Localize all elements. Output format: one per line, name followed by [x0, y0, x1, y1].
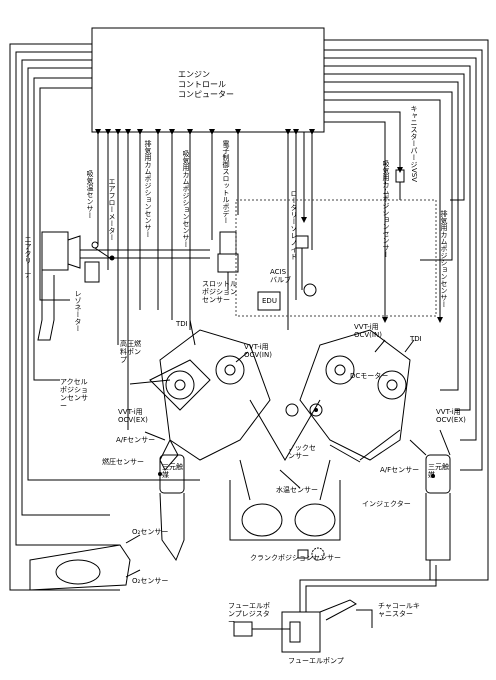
intake-manifold-outline — [235, 199, 437, 317]
wire-right-1 — [324, 39, 489, 581]
label-charcoal-canister: チャコールキャニスター — [378, 602, 420, 618]
ecu-title: エンジン コントロール コンピューター — [178, 70, 234, 100]
label-af-sensor-left: A/Fセンサー — [116, 436, 156, 444]
label-knock-sensor: ノックセンサー — [288, 444, 316, 460]
wire-right-6 — [324, 81, 459, 391]
label-acis-valve: ACISバルブ — [270, 268, 291, 284]
label-vvti-ocv-in-right: VVT-i用OCV(IN) — [354, 323, 382, 339]
label-canister-purge-vsv: キャニスターパージVSV — [410, 105, 418, 183]
label-o2-sensor-2: O₂センサー — [132, 577, 169, 585]
label-catalyst-right: 三元触媒 — [428, 463, 449, 479]
catalyst-right — [425, 454, 451, 494]
label-exhaust-cam-sensor-left: 排気用カムポジションセンサー — [144, 140, 152, 238]
label-intake-air-temp-sensor: 吸気温センサー — [86, 170, 94, 219]
ecu-title-line2: コントロール — [178, 80, 226, 89]
label-high-pressure-fuel-pump: 高圧燃料ポンプ — [120, 340, 141, 364]
label-rotary-solenoid: ロータリーソレノイド — [290, 190, 298, 260]
label-dc-motor: DCモーター — [350, 372, 389, 380]
label-o2-sensor-1: O₂センサー — [132, 528, 169, 536]
right-bank — [299, 329, 411, 461]
wire-left-3 — [21, 59, 110, 516]
label-fuel-pressure-sensor: 燃圧センサー — [102, 458, 144, 466]
label-airflow-meter: エアフローメーター — [108, 178, 116, 241]
label-tdi-left: TDI — [176, 320, 188, 328]
label-intake-cam-sensor-left: 吸気用カムポジションセンサー — [182, 150, 190, 248]
label-accel-position-sensor: アクセルポジションセンサー — [60, 378, 88, 410]
label-edu: EDU — [262, 297, 277, 305]
wire-right-3 — [324, 57, 477, 441]
label-tdi-right: TDI — [410, 335, 422, 343]
ecu-box — [91, 27, 325, 133]
ecu-title-line1: エンジン — [178, 70, 210, 79]
air-cleaner-box — [41, 231, 69, 271]
wire-left-6 — [39, 87, 92, 301]
label-vvti-ocv-ex-right: VVT-i用OCV(EX) — [436, 408, 466, 424]
edu-box — [257, 291, 281, 311]
label-fuel-pump: フューエルポンプ — [288, 657, 344, 665]
muffler — [55, 559, 101, 585]
wire-left-2 — [15, 51, 120, 546]
wire-right-4 — [324, 65, 471, 411]
label-fuel-pump-resistor: フューエルポンプレジスター — [228, 602, 270, 626]
label-electronic-throttle-body: 電子制御スロットルボデー — [222, 140, 230, 224]
label-coolant-temp-sensor: 水温センサー — [276, 486, 318, 494]
label-vvti-ocv-in-left: VVT-i用OCV(IN) — [244, 343, 272, 359]
label-catalyst-left: 三元触媒 — [162, 463, 183, 479]
wire-right-2 — [324, 49, 483, 471]
throttle-body — [219, 231, 237, 255]
label-exhaust-cam-sensor-right: 排気用カムポジションセンサー — [440, 210, 448, 308]
exhaust-pipe — [29, 544, 131, 591]
wire-left-4 — [27, 67, 200, 481]
wire-left-1 — [9, 43, 120, 591]
label-throttle-position-sensor: スロットルポジションセンサー — [202, 280, 237, 304]
label-af-sensor-right: A/Fセンサー — [380, 466, 420, 474]
wire-left-5 — [33, 77, 92, 381]
label-resonator: レゾネーター — [74, 290, 82, 332]
label-vvti-ocv-ex-left: VVT-i用OCV(EX) — [118, 408, 148, 424]
resonator-box — [84, 261, 100, 283]
fuel-tank — [281, 611, 321, 653]
left-bank — [159, 329, 271, 461]
wire-right-5 — [324, 73, 465, 201]
label-injector: インジェクター — [362, 500, 411, 508]
ecu-title-line3: コンピューター — [178, 90, 234, 99]
label-crank-position-sensor: クランクポジションセンサー — [250, 554, 341, 562]
label-intake-cam-sensor-right: 吸気用カムポジションセンサー — [382, 160, 390, 258]
label-air-cleaner: エアクリーナー — [24, 236, 32, 285]
